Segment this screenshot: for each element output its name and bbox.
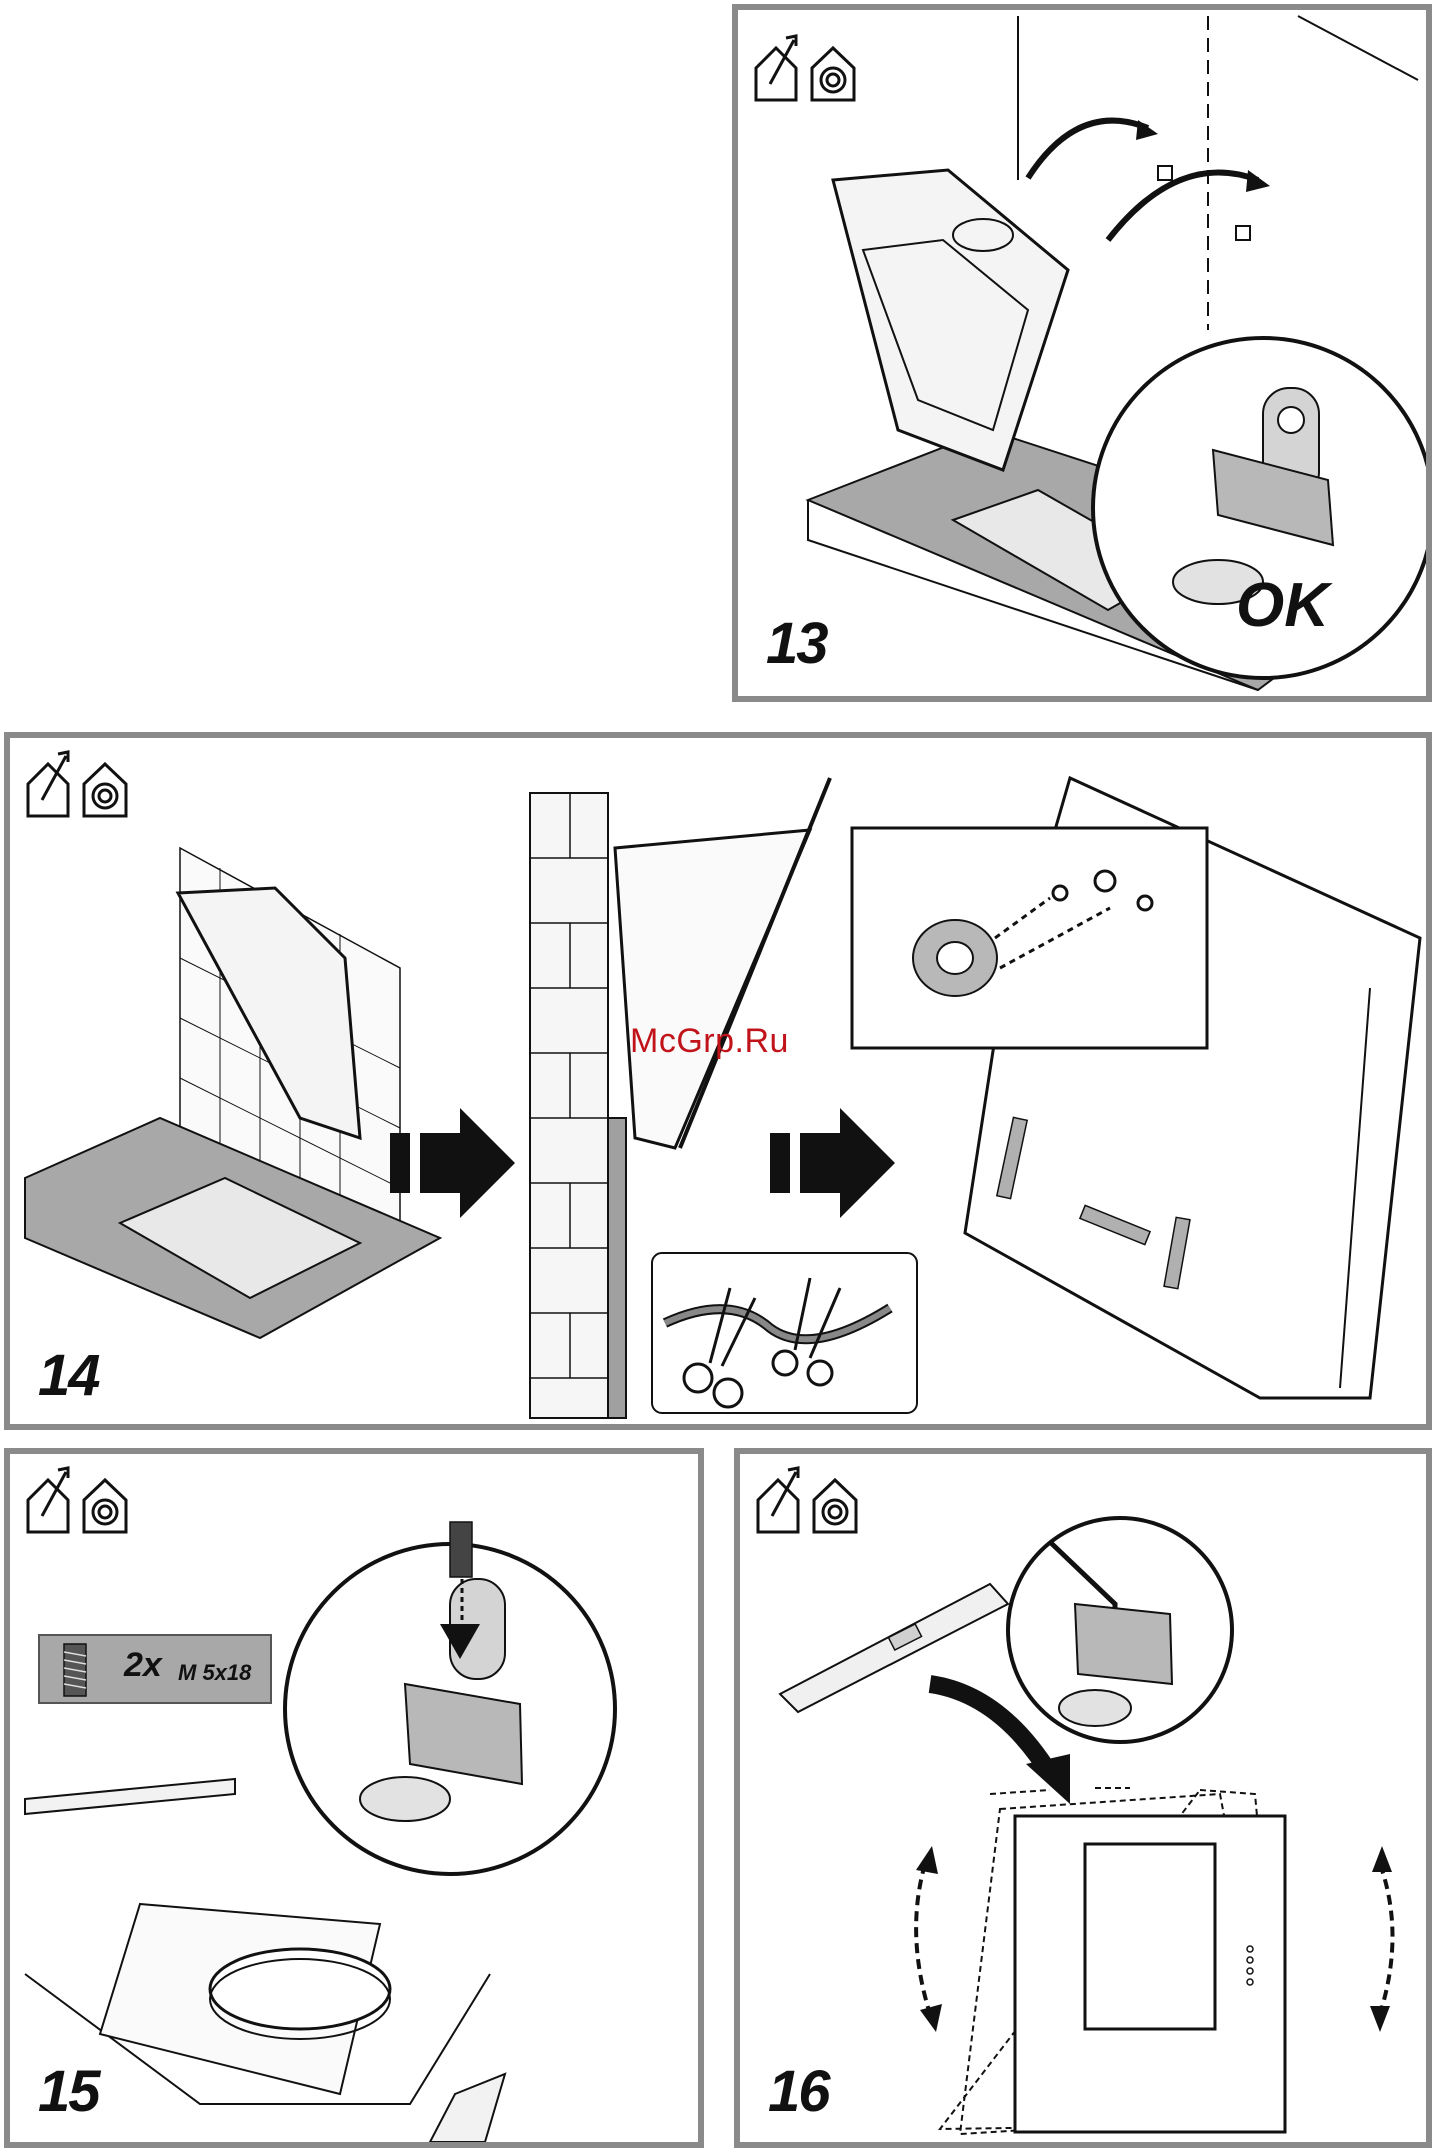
screw-quantity-box: 2x M 5x18 [38, 1634, 272, 1704]
ok-badge: OK [1236, 570, 1329, 641]
house-exhaust-icon [28, 752, 68, 816]
step-14-illustration [10, 738, 1426, 1424]
step-13-panel: OK 13 [732, 4, 1432, 702]
step-15-number: 15 [38, 2058, 99, 2125]
step-15-illustration [10, 1454, 698, 2142]
house-recirculation-icon [84, 764, 126, 816]
step-13-number: 13 [766, 610, 827, 677]
house-recirculation-icon [814, 1480, 856, 1532]
house-exhaust-icon [756, 36, 796, 100]
screw-quantity: 2x [124, 1646, 162, 1685]
step-16-number: 16 [768, 2058, 829, 2125]
step-15-panel: 2x M 5x18 15 [4, 1448, 704, 2148]
step-14-number: 14 [38, 1342, 99, 1409]
house-recirculation-icon [84, 1480, 126, 1532]
step-16-panel: 16 [734, 1448, 1432, 2148]
step-14-panel: McGrp.Ru 14 [4, 732, 1432, 1430]
house-recirculation-icon [812, 48, 854, 100]
screw-icon [56, 1640, 96, 1700]
step-16-illustration [740, 1454, 1426, 2142]
screw-spec: M 5x18 [178, 1660, 251, 1686]
watermark: McGrp.Ru [630, 1022, 789, 1061]
house-exhaust-icon [758, 1468, 798, 1532]
house-exhaust-icon [28, 1468, 68, 1532]
